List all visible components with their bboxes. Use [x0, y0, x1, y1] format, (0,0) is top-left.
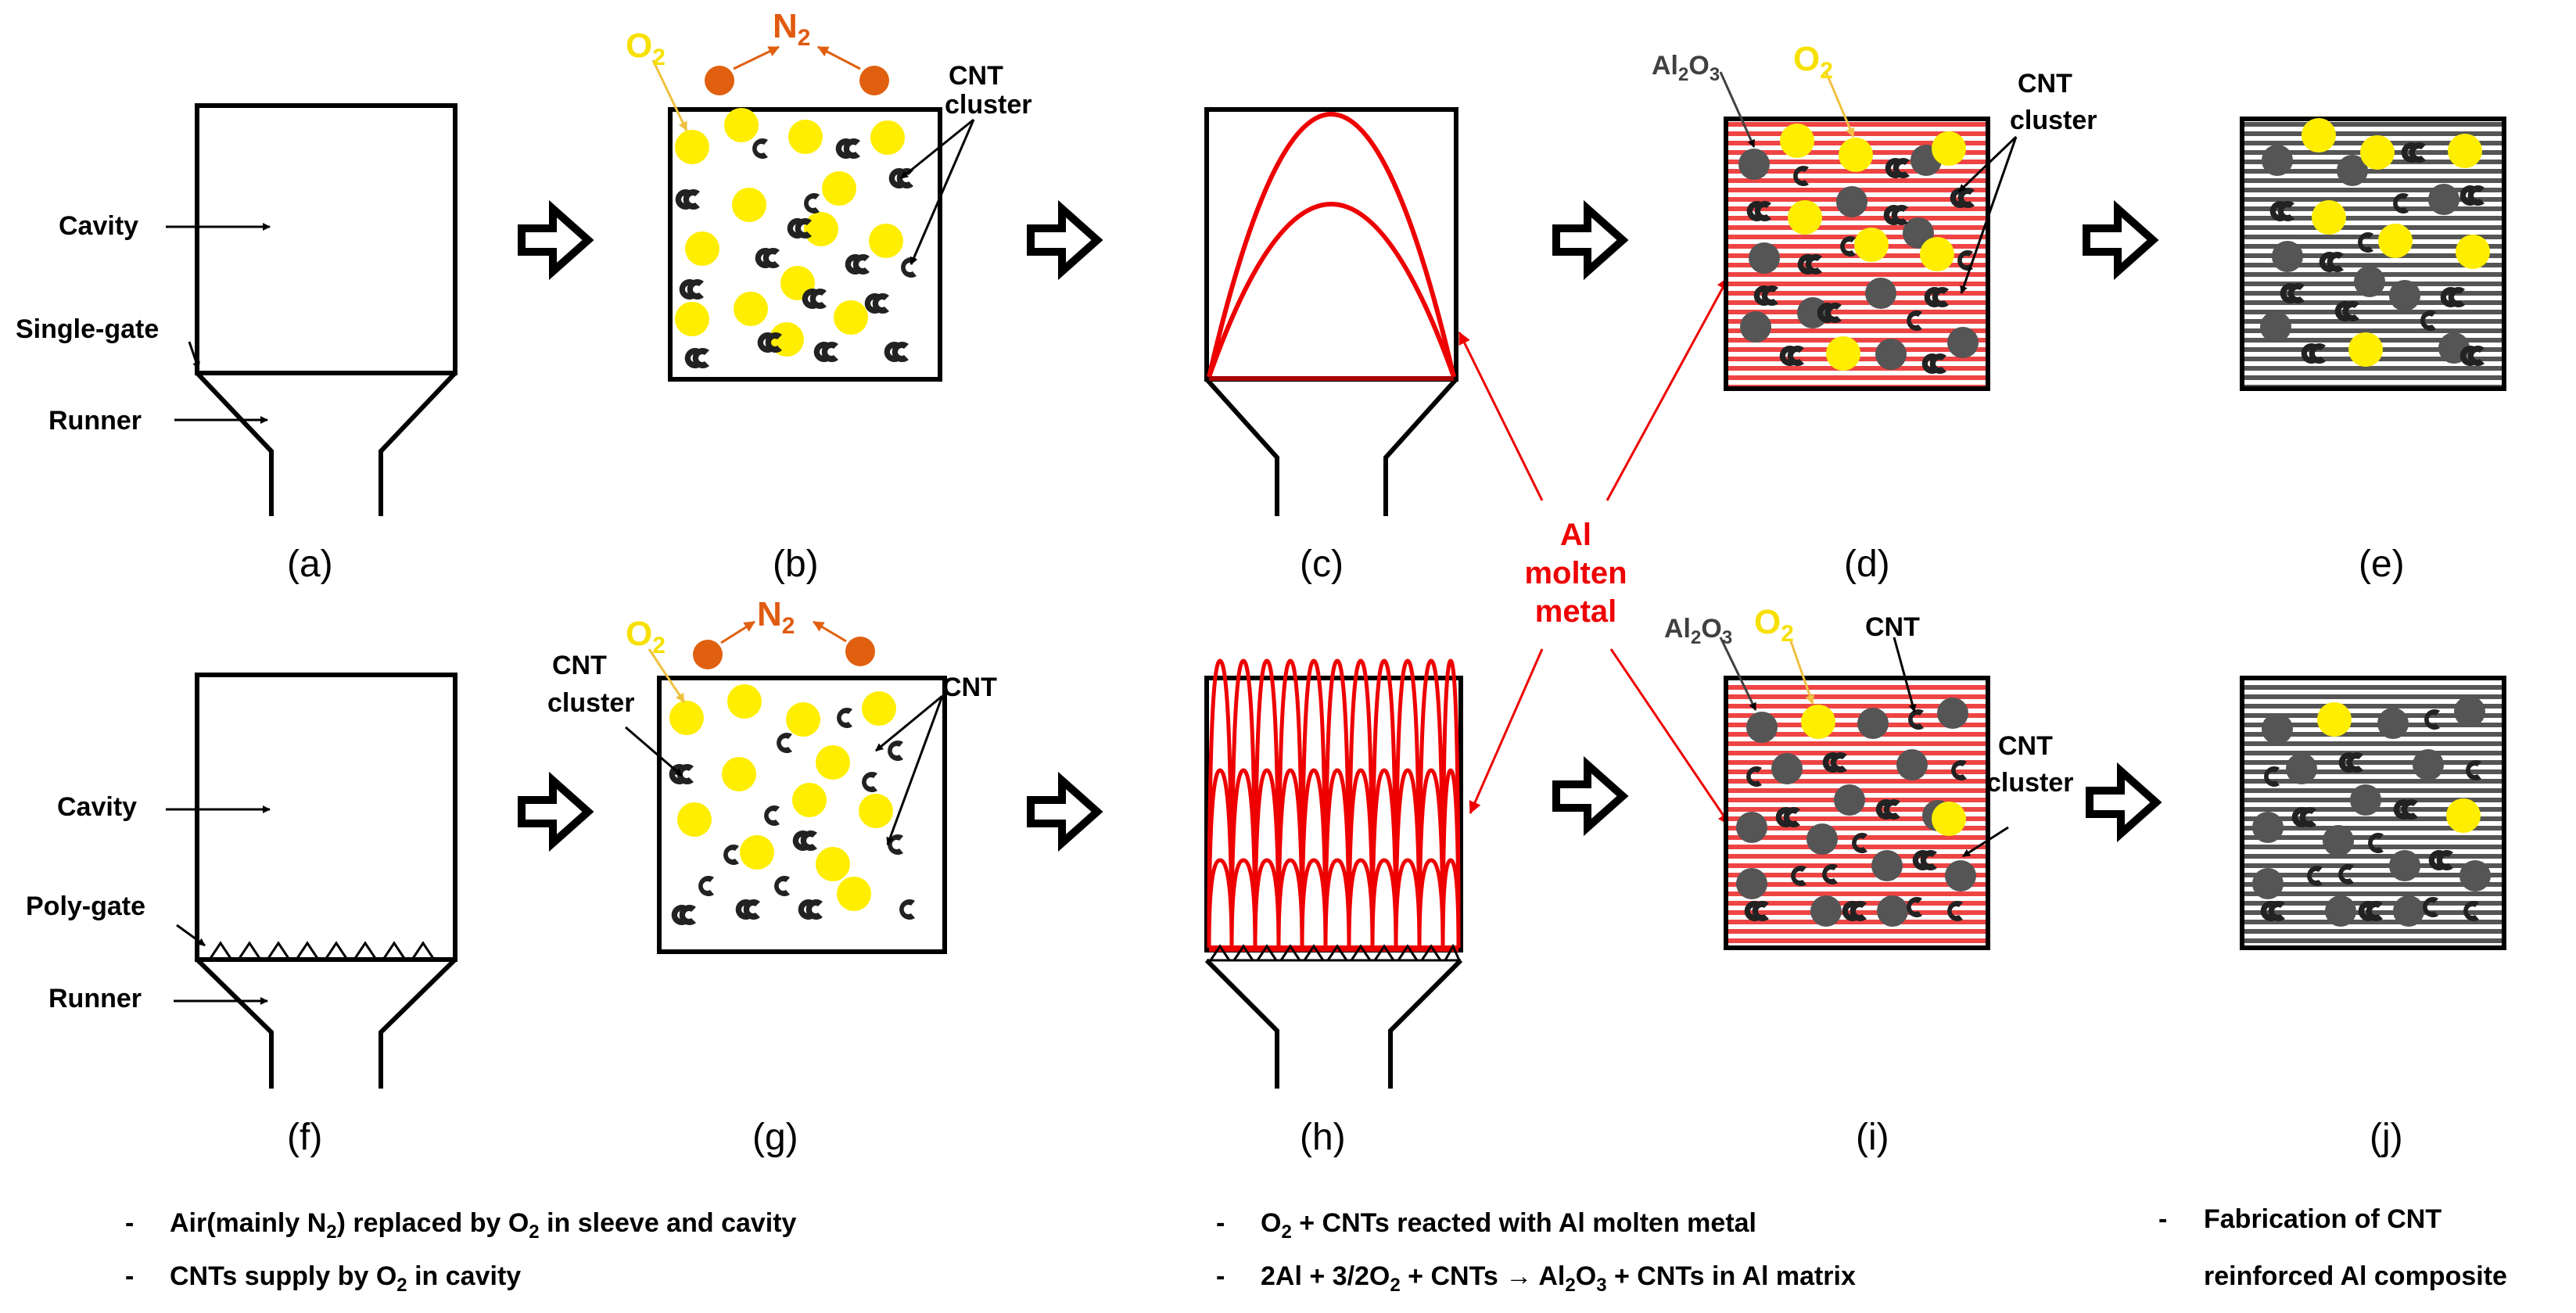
single-gate-label: Single-gate — [16, 314, 159, 344]
o2-label-b: O2 — [626, 27, 666, 70]
o2-label-i: O2 — [1754, 603, 1794, 647]
cavity-i — [1719, 637, 2009, 950]
process-arrow-icon — [1031, 780, 1097, 843]
panel-label-j: (j) — [2370, 1117, 2403, 1158]
cnt-cluster-label-d-1: CNT — [2018, 69, 2072, 99]
n2-label-g: N2 — [757, 595, 795, 639]
note-equation: 2Al + 3/2O2 + CNTs → Al2O3 + CNTs in Al … — [1261, 1261, 1856, 1296]
composite-e — [2240, 117, 2506, 391]
note-fabrication-1: Fabrication of CNT — [2204, 1204, 2441, 1234]
molten-metal-label-2: molten — [1524, 556, 1627, 590]
process-arrow-icon — [2086, 209, 2153, 271]
cnt-label-g: CNT — [942, 673, 997, 702]
al2o3-label-i: Al2O3 — [1664, 614, 1732, 648]
cnt-cluster-label-g-1: CNT — [552, 651, 607, 680]
oxygen-particles — [675, 108, 905, 357]
note-dash-2: - — [125, 1261, 134, 1291]
molten-metal-arrows — [1458, 277, 1731, 826]
cavity-g — [625, 620, 947, 954]
process-arrow-icon — [522, 209, 588, 271]
panel-label-a: (a) — [287, 543, 333, 585]
composite-j — [2240, 676, 2506, 950]
n2-label-b: N2 — [773, 7, 810, 51]
note-dash-5: - — [2158, 1204, 2167, 1234]
note-reaction: O2 + CNTs reacted with Al molten metal — [1261, 1208, 1756, 1243]
note-dash-3: - — [1216, 1208, 1225, 1238]
process-arrow-icon — [1556, 765, 1623, 827]
process-arrow-icon — [1031, 209, 1097, 271]
oxygen-particles — [1801, 705, 1966, 836]
poly-gate-label: Poly-gate — [26, 891, 145, 921]
process-arrow-icon — [1556, 209, 1623, 271]
cnt-cluster-label-i-1: CNT — [1998, 731, 2053, 761]
runner-label-f: Runner — [48, 984, 142, 1013]
note-dash-4: - — [1216, 1261, 1225, 1291]
multi-flow-fronts — [1207, 658, 1461, 949]
panel-label-e: (e) — [2359, 543, 2405, 585]
molten-metal-label-3: metal — [1535, 594, 1617, 629]
cavity-label-f: Cavity — [57, 792, 137, 822]
panel-label-c: (c) — [1300, 543, 1344, 585]
note-fabrication-2: reinforced Al composite — [2204, 1261, 2507, 1291]
o2-label-g: O2 — [626, 615, 666, 658]
cnt-cluster-label-i-2: cluster — [1986, 768, 2074, 798]
o2-label-d: O2 — [1793, 40, 1833, 84]
alumina-particles — [2252, 696, 2491, 927]
cnt-cluster-label-b-2: cluster — [945, 90, 1032, 120]
cnt-cluster-label-d-2: cluster — [2010, 106, 2097, 135]
panel-label-b: (b) — [773, 543, 819, 585]
oxygen-particles — [2317, 702, 2481, 833]
cavity-label-a: Cavity — [59, 211, 138, 241]
mould-f — [166, 673, 457, 1089]
note-air-replaced: Air(mainly N2) replaced by O2 in sleeve … — [170, 1208, 797, 1243]
panel-label-f: (f) — [287, 1117, 322, 1158]
mould-h — [1204, 658, 1463, 1089]
panel-label-h: (h) — [1300, 1117, 1346, 1158]
note-cnt-supply: CNTs supply by O2 in cavity — [170, 1261, 521, 1296]
cnt-cluster-label-g-2: cluster — [547, 688, 635, 718]
cnt-label-i: CNT — [1865, 612, 1920, 642]
molten-metal-label-1: Al — [1560, 518, 1591, 552]
cavity-d — [1719, 71, 2018, 391]
oxygen-particles — [669, 684, 896, 911]
process-arrow-icon — [2090, 771, 2156, 834]
mould-c — [1204, 107, 1458, 516]
mould-a — [166, 103, 457, 516]
panel-label-i: (i) — [1856, 1117, 1889, 1158]
panel-label-g: (g) — [752, 1117, 798, 1158]
alumina-particles — [2260, 145, 2470, 364]
oxygen-particles — [2302, 118, 2490, 367]
runner-label-a: Runner — [48, 406, 142, 436]
note-dash-1: - — [125, 1208, 134, 1238]
al2o3-label-d: Al2O3 — [1652, 51, 1720, 85]
process-arrow-icon — [522, 780, 588, 843]
panel-label-d: (d) — [1844, 543, 1890, 585]
cavity-b — [651, 45, 975, 382]
cnt-cluster-label-b-1: CNT — [949, 61, 1003, 91]
oxygen-particles — [1780, 124, 1966, 371]
